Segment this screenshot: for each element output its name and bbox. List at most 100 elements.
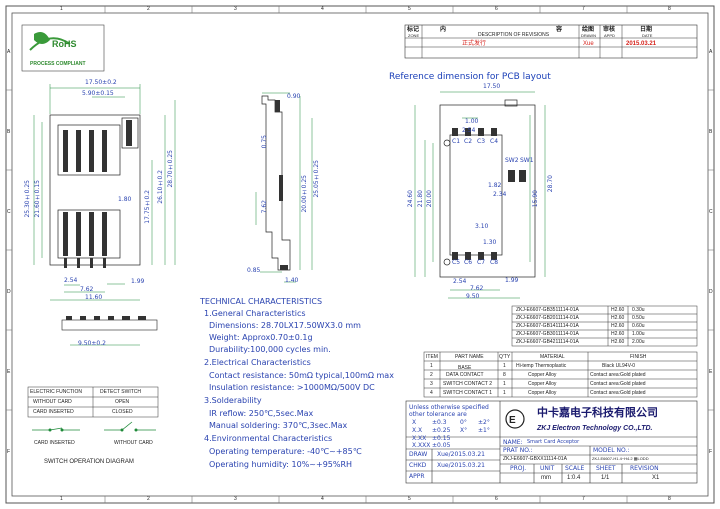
dim-left-bot: 9.50±0.2 <box>78 340 106 347</box>
zone-label: 1 <box>60 6 63 12</box>
dim-right-j: 9.50 <box>466 293 480 300</box>
rev-sub-date: DATE <box>642 33 653 38</box>
zone-label: 5 <box>408 6 411 12</box>
switch-without-card: WITHOUT CARD <box>114 440 153 446</box>
switch-cell: WITHOUT CARD <box>33 399 72 405</box>
parts-cell: Contact area:Gold plated <box>590 390 646 396</box>
tolerance-xangle-val: ±1° <box>478 427 490 434</box>
rev-header-zone: 标记 <box>407 27 420 33</box>
parts-header: ITEM <box>426 354 438 360</box>
dim-right-m: 3.10 <box>475 223 489 230</box>
parts-cell: 8 <box>503 372 506 378</box>
zone-label: A <box>7 49 11 55</box>
unit-label: UNIT <box>540 465 555 472</box>
dim-right-n: 1.30 <box>483 239 497 246</box>
parts-cell: SWITCH CONTACT 1 <box>443 390 492 396</box>
rev-description: 正式发行 <box>462 41 487 47</box>
tech-line: Manual soldering: 370℃,3sec.Max <box>209 421 348 430</box>
dim-right-b: 2.54 <box>462 127 476 134</box>
rev-sub-drawn: DRAWN <box>581 33 596 38</box>
zone-label: 3 <box>234 6 237 12</box>
pad-label-c5: C5 <box>452 259 461 266</box>
dim-mid-f: 0.85 <box>247 267 261 274</box>
tech-line: Dimensions: 28.70LX17.50WX3.0 mm <box>209 321 361 330</box>
dim-right-w: 17.50 <box>483 83 501 90</box>
revision-label: REVISION <box>630 465 659 472</box>
model-row: 1.00u <box>632 331 645 337</box>
tolerance-angle: 0° <box>460 419 467 426</box>
dim-mid-e: 25.05±0.25 <box>313 160 320 198</box>
rohs-caption: PROCESS COMPLIANT <box>30 61 86 67</box>
model-row: H2.60 <box>611 323 625 329</box>
rohs-logo: RoHS <box>52 39 77 49</box>
chkd-value: Xue/2015.03.21 <box>437 462 485 469</box>
company-name-en: ZKJ Electron Technology CO.,LTD. <box>537 425 653 432</box>
parts-cell: Copper Alloy <box>528 372 557 378</box>
dim-right-g: 28.70 <box>547 175 554 193</box>
parts-cell: SWITCH CONTACT 2 <box>443 381 492 387</box>
name-label: NAME: <box>503 439 523 446</box>
zone-label: 3 <box>234 496 237 502</box>
zone-label: 8 <box>668 6 671 12</box>
parts-header: Q'TY <box>499 354 511 360</box>
dim-left-h5: 28.70±0.25 <box>167 150 174 188</box>
dim-left-b3: 11.60 <box>85 294 103 301</box>
zone-label: B <box>709 129 713 135</box>
rev-sub-appd: APPD <box>604 33 615 38</box>
parts-cell: Copper Alloy <box>528 381 557 387</box>
zone-label: 4 <box>321 496 324 502</box>
pad-label-c8: C8 <box>490 259 499 266</box>
model-row: 0.60u <box>632 323 645 329</box>
sheet-value: 1/1 <box>601 475 610 481</box>
model-row: H2.60 <box>611 315 625 321</box>
parts-cell: 1 <box>503 381 506 387</box>
dim-left-b4: 1.99 <box>131 278 145 285</box>
zone-label: 2 <box>147 6 150 12</box>
rev-drawn: Xue <box>583 41 594 47</box>
dim-right-f: 15.90 <box>532 190 539 208</box>
parts-cell: 2 <box>430 372 433 378</box>
tech-line: 4.Environmental Characteristics <box>204 434 333 443</box>
appr-label: APPR <box>409 473 425 480</box>
zone-label: 7 <box>582 496 585 502</box>
parts-cell: Copper Alloy <box>528 390 557 396</box>
pad-label-sw2: SW2 <box>505 157 519 164</box>
sheet-label: SHEET <box>596 465 616 472</box>
rev-header-date: 日期 <box>640 27 653 33</box>
switch-cell: DETECT SWITCH <box>100 389 142 395</box>
zone-label: A <box>709 49 713 55</box>
parts-cell: Black UL94V-0 <box>602 363 636 369</box>
switch-caption: SWITCH OPERATION DIAGRAM <box>44 459 134 465</box>
model-row: ZKJ-E6607-GB4211114-01A <box>516 339 579 345</box>
scale-value: 1:0.4 <box>567 475 581 481</box>
parts-cell: Contact area:Gold plated <box>590 381 646 387</box>
model-value: ZKJ-E6607-H1.4~H4.2 ▩LODD <box>592 456 649 461</box>
zone-label: 6 <box>495 6 498 12</box>
dim-left-w2: 5.90±0.15 <box>82 90 114 97</box>
rev-header-desc: DESCRIPTION OF REVISIONS <box>478 32 550 38</box>
tech-line: 1.General Characteristics <box>204 309 306 318</box>
parts-cell: BASE <box>458 365 472 371</box>
tolerance-x: X <box>412 419 417 426</box>
name-value: Smart Card Acceptor <box>527 439 580 445</box>
model-row: 0.30u <box>632 307 645 313</box>
parts-cell: Contact area:Gold plated <box>590 372 646 378</box>
dim-left-w1: 17.50±0.2 <box>85 79 117 86</box>
pad-label-c2: C2 <box>464 138 473 145</box>
parts-cell: 1 <box>503 390 506 396</box>
parts-header: PART NAME <box>455 354 484 360</box>
model-row: 0.50u <box>632 315 645 321</box>
parts-cell: Hi-temp Thermoplastic <box>516 363 567 369</box>
model-row: ZKJ-E6607-GB3511114-01A <box>516 307 579 313</box>
tech-line: Insulation resistance: >1000MΩ/500V DC <box>209 383 375 392</box>
tech-line: Weight: Approx0.70±0.1g <box>209 333 313 342</box>
dim-left-h1: 25.30±0.25 <box>24 180 31 218</box>
pad-label-c1: C1 <box>452 138 461 145</box>
zone-label: 6 <box>495 496 498 502</box>
pcb-layout-title: Reference dimension for PCB layout <box>389 72 551 82</box>
dim-right-l: 2.54 <box>453 278 467 285</box>
tolerance-xxxx-val: ±0.05 <box>432 442 451 449</box>
zone-label: E <box>7 369 11 375</box>
zone-label: 1 <box>60 496 63 502</box>
model-row: H2.60 <box>611 331 625 337</box>
